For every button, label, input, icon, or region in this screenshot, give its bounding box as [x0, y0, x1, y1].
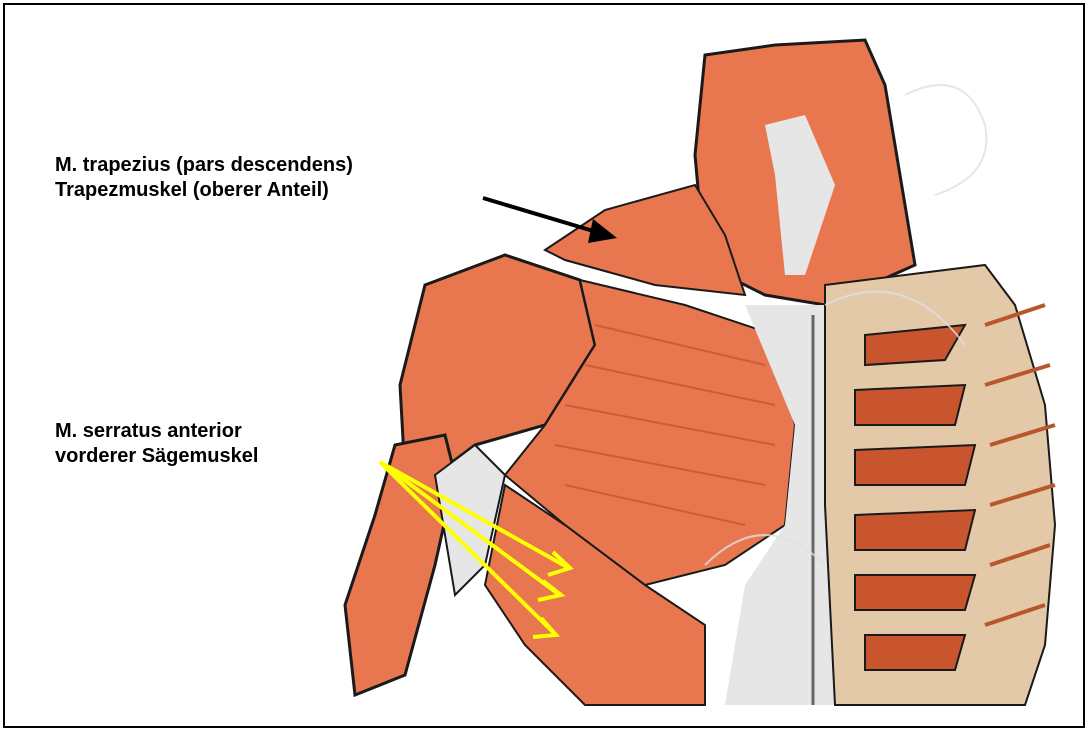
- figure-frame: M. trapezius (pars descendens) Trapezmus…: [3, 3, 1085, 728]
- trapezius-label-line2: Trapezmuskel (oberer Anteil): [55, 178, 353, 203]
- trapezius-label: M. trapezius (pars descendens) Trapezmus…: [55, 153, 353, 203]
- serratus-label: M. serratus anterior vorderer Sägemuskel: [55, 419, 258, 469]
- serratus-label-line1: M. serratus anterior: [55, 419, 258, 444]
- trapezius-label-line1: M. trapezius (pars descendens): [55, 153, 353, 178]
- anatomy-illustration: [5, 5, 1085, 728]
- serratus-label-line2: vorderer Sägemuskel: [55, 444, 258, 469]
